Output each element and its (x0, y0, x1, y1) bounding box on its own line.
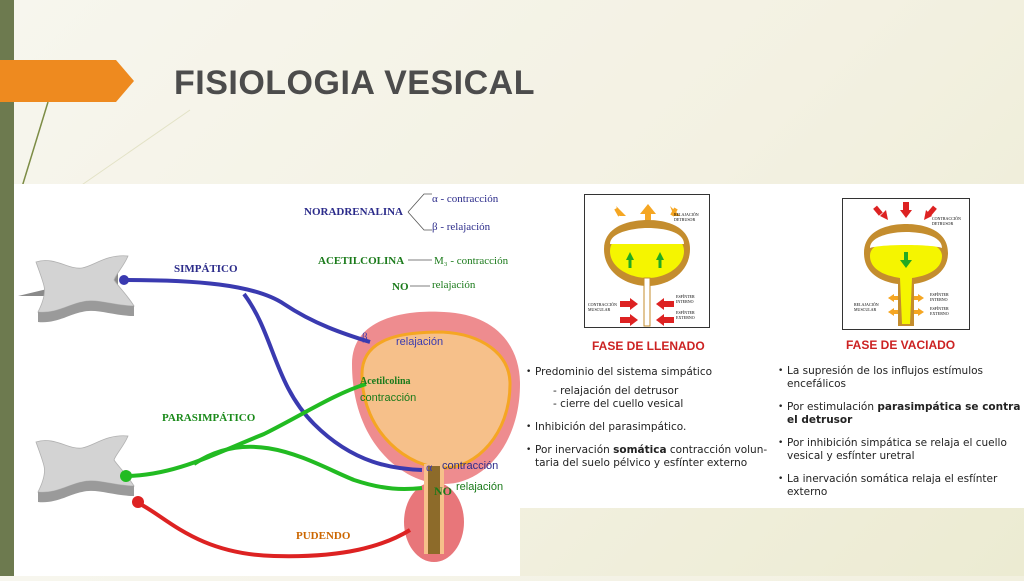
slide-title: FISIOLOGIA VESICAL (174, 64, 535, 102)
spinal-segment-upper (18, 255, 135, 323)
relajacion-muscular-l2: MUSCULAR (854, 307, 877, 312)
left-accent-bar (0, 0, 14, 576)
orange-tab (0, 60, 134, 102)
acetilcolina-label: ACETILCOLINA (318, 255, 404, 267)
esfinter-externo-v-l1: ESFÍNTER (930, 306, 949, 311)
no-label: NO (392, 281, 409, 293)
esfinter-interno-l1: ESFÍNTER (676, 294, 695, 299)
sympathetic-nerve-path-lower (242, 292, 423, 472)
esfinter-externo-l2: EXTERNO (676, 315, 695, 320)
alpha-contraccion-bladder: contracción (442, 460, 498, 472)
alpha-contraccion-label: α - contracción (432, 193, 499, 205)
llenado-sub-bullets: - relajación del detrusor - cierre del c… (526, 385, 776, 411)
no-bladder: NO (434, 484, 452, 498)
pudendal-nerve-path (135, 500, 412, 559)
llenado-sub-1: - relajación del detrusor (553, 385, 679, 397)
esfinter-externo-l1: ESFÍNTER (676, 310, 695, 315)
contraccion-bladder: contracción (360, 392, 416, 404)
fase-llenado-title: FASE DE LLENADO (592, 339, 705, 353)
relajacion-detrusor-l2: DETRUSOR (674, 217, 695, 222)
innervation-diagram: NORADRENALINA α - contracción β - relaja… (18, 193, 520, 562)
spinal-segment-lower (35, 435, 135, 503)
sympathetic-nerve-path (123, 278, 371, 344)
bladder-illustration (352, 311, 520, 562)
contraccion-muscular-l1: CONTRACCIÓN (588, 302, 617, 307)
no-relajacion-label: relajación (432, 279, 476, 291)
esfinter-externo-v-l2: EXTERNO (930, 311, 949, 316)
alpha-symbol: α (426, 460, 433, 474)
esfinter-interno-v-l2: INTERNO (930, 297, 948, 302)
llenado-bullet-2: Inhibición del parasimpático. (526, 421, 776, 434)
vaciado-bullet-3: Por inhibición simpática se relaja el cu… (778, 437, 1024, 463)
parasimpatico-label: PARASIMPÁTICO (162, 412, 256, 424)
beta-relajacion-bladder: relajación (396, 336, 443, 348)
contraccion-detrusor-l2: DETRUSOR (932, 221, 953, 226)
innervation-diagram-panel: NORADRENALINA α - contracción β - relaja… (14, 184, 520, 576)
vaciado-bullet-1: La supresión de los influjos estímulosen… (778, 365, 1024, 391)
acetilcolina-bladder: Acetilcolina (360, 376, 411, 387)
contraccion-muscular-l2: MUSCULAR (588, 307, 611, 312)
fase-vaciado-bullets: La supresión de los influjos estímulosen… (778, 365, 1024, 509)
pudendo-label: PUDENDO (296, 530, 351, 542)
parasympathetic-nerve-path (123, 382, 367, 478)
esfinter-interno-v-l1: ESFÍNTER (930, 292, 949, 297)
beta-symbol: β (362, 331, 368, 343)
vaciado-bullet-4: La inervación somática relaja el esfínte… (778, 473, 1024, 499)
noradrenalina-brace (407, 193, 432, 231)
relajacion-muscular-l1: RELAJACIÓN (854, 302, 879, 307)
llenado-sub-2: - cierre del cuello vesical (553, 398, 684, 410)
noradrenalina-label: NORADRENALINA (304, 206, 403, 218)
fase-llenado-bullets: Predominio del sistema simpático - relaj… (526, 366, 776, 480)
m3-contraccion-label: M₃ - contracción (434, 255, 509, 267)
contraccion-detrusor-l1: CONTRACCIÓN (932, 216, 961, 221)
relajacion-detrusor-l1: RELAJACIÓN (674, 212, 699, 217)
beta-relajacion-label: β - relajación (432, 221, 491, 233)
phases-panel: RELAJACIÓN DETRUSOR CONTRACCIÓN MUSCULAR… (520, 184, 1024, 508)
no-relajacion-bladder: relajación (456, 481, 503, 493)
parasympathetic-nerve-path-lower (192, 444, 423, 492)
llenado-bullet-1: Predominio del sistema simpático (526, 366, 776, 379)
vaciado-bullet-2: Por estimulación parasimpática se contra… (778, 401, 1024, 427)
fase-vaciado-title: FASE DE VACIADO (846, 338, 956, 352)
simpatico-label: SIMPÁTICO (174, 263, 238, 275)
llenado-bullet-3: Por inervación somática contracción volu… (526, 444, 776, 470)
esfinter-interno-l2: INTERNO (676, 299, 694, 304)
fase-vaciado-figure: CONTRACCIÓN DETRUSOR RELAJACIÓN MUSCULAR… (842, 198, 970, 330)
fase-llenado-figure: RELAJACIÓN DETRUSOR CONTRACCIÓN MUSCULAR… (584, 194, 710, 328)
